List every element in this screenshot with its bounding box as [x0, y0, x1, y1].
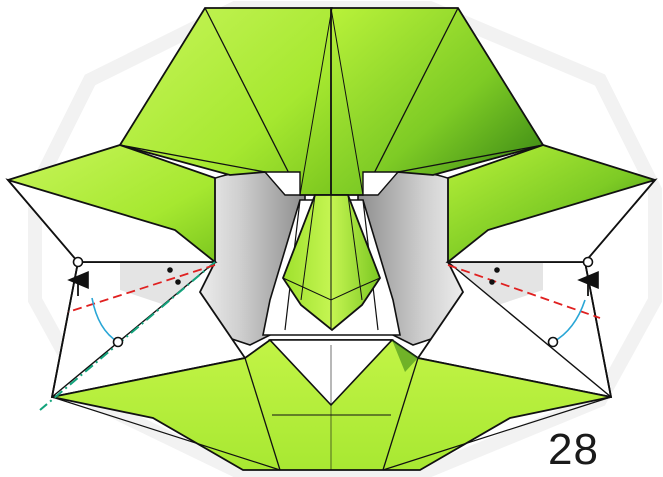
step-number: 28 [548, 428, 599, 472]
circle-icon [74, 258, 83, 267]
circle-icon [584, 258, 593, 267]
circle-icon [114, 338, 123, 347]
circle-icon [549, 338, 558, 347]
